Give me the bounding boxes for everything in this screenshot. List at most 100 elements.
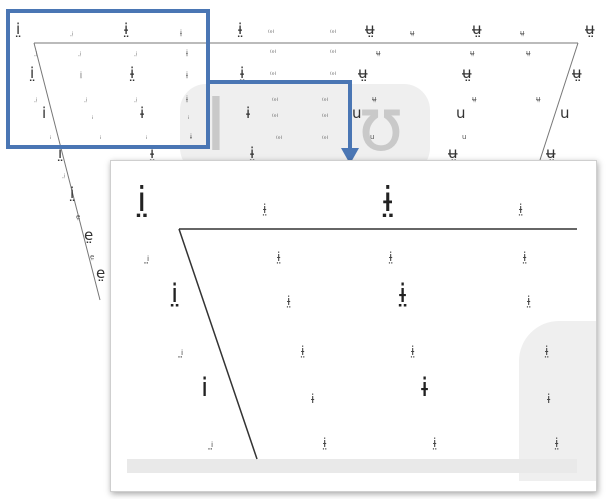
bg-glyph: ⁽ᵒ⁾ [330, 49, 337, 57]
inset-shade [519, 321, 596, 481]
bg-glyph: ʉ̤ [546, 144, 556, 162]
bg-glyph: ᵢ̤ [86, 95, 88, 103]
bg-glyph: ᵢ̤ [36, 49, 38, 57]
bg-glyph: ⁽ᵒ⁾ [270, 71, 277, 79]
inset-glyph-small: ɨ̤ [523, 250, 527, 264]
inset-glyph-large: ɨ [421, 373, 429, 403]
bg-glyph: i̤ [30, 64, 35, 82]
inset-glyph-small: ᵢ̤ [211, 436, 214, 450]
bg-glyph: ⁽ᵒ⁾ [272, 97, 279, 105]
bg-glyph: ɨ̤ [250, 144, 255, 162]
bg-glyph: ʉ̤ [376, 49, 381, 57]
bg-glyph: ⁽ᵒ⁾ [322, 135, 329, 143]
bg-glyph: ɨ̤ [238, 20, 243, 38]
bg-glyph: ɨ̤ [186, 95, 188, 103]
bg-glyph: ɨ̤ [240, 64, 245, 82]
ghost-letter-upsilon: ʊ [358, 82, 404, 168]
bg-glyph: u [456, 104, 466, 122]
bg-glyph: ɨ̤ [124, 20, 129, 38]
bg-glyph: ⁽ᵒ⁾ [322, 113, 329, 121]
inset-glyph-large: i [201, 373, 209, 403]
bg-glyph: e̤ [84, 226, 94, 244]
bg-glyph: u [462, 133, 467, 141]
bg-glyph: ɨ̤ [186, 71, 188, 79]
bg-glyph: ɨ̤ [186, 49, 188, 57]
inset-glyph-small: ɨ [547, 392, 551, 406]
bg-glyph: ⁽ᵒ⁾ [322, 97, 329, 105]
inset-glyph-small: ɨ̤ [323, 436, 327, 450]
inset-glyph-small: ɨ̤ [411, 344, 415, 358]
bg-glyph: ᵢ̤ [64, 171, 66, 179]
bg-glyph: i̤ [80, 71, 82, 79]
inset-glyph-small: ɨ̤ [433, 436, 437, 450]
bg-glyph: i [42, 104, 47, 122]
inset-glyph-small: ɨ̤ [527, 294, 531, 308]
inset-glyph-small: ɨ̤ [263, 202, 267, 216]
bg-glyph: ⁽ᵒ⁾ [330, 29, 337, 37]
bg-glyph: ɨ [190, 133, 192, 141]
bg-glyph: i̤ [16, 20, 21, 38]
inset-glyph-small: ɨ̤ [555, 436, 559, 450]
bg-glyph: ʉ̤ [410, 29, 415, 37]
inset-glyph-small: ɨ̤ [287, 294, 291, 308]
inset-glyph-small: ɨ̤ [519, 202, 523, 216]
bg-glyph: ɨ̤ [130, 64, 135, 82]
bg-glyph: ɨ [246, 104, 251, 122]
bg-glyph: ᵢ [188, 113, 190, 121]
bg-glyph: ʉ̤ [462, 64, 472, 82]
inset-glyph-small: ɨ [311, 392, 315, 406]
bg-glyph: ʉ̤ [526, 49, 531, 57]
bg-glyph: ʉ̤ [536, 95, 541, 103]
bg-glyph: ᵢ̤ [136, 49, 138, 57]
bg-glyph: ⁽ᵒ⁾ [270, 49, 277, 57]
bg-glyph: u [370, 133, 375, 141]
ghost-panel [180, 84, 430, 174]
bg-glyph: ⁽ᵒ⁾ [268, 29, 275, 37]
bg-glyph: ᵢ̤ [136, 95, 138, 103]
bg-glyph: e̤ [76, 213, 81, 221]
bg-glyph: ᵢ̤ [36, 95, 38, 103]
bg-glyph: ɨ̤ [150, 144, 155, 162]
bg-glyph: ʉ̤ [448, 144, 458, 162]
bg-glyph: u [352, 104, 362, 122]
bg-glyph: ᵢ [50, 133, 52, 141]
bg-glyph: ʉ̤ [472, 95, 477, 103]
bg-glyph: ʉ̤ [520, 29, 525, 37]
inset-glyph-small: ɨ̤ [545, 344, 549, 358]
bg-glyph: e̤ [96, 264, 106, 282]
bg-glyph: ᵢ [146, 133, 148, 141]
bg-glyph: i̤ [70, 184, 75, 202]
inset-glyph-large: ɨ̤ [399, 279, 407, 309]
inset-lines [178, 228, 577, 460]
inset-glyph-large: i̤ [137, 180, 147, 220]
bg-glyph: u [560, 104, 570, 122]
inset-glyph-small: ɨ̤ [389, 250, 393, 264]
bg-glyph: ⁽ᵒ⁾ [330, 71, 337, 79]
bg-glyph: ɨ [140, 104, 145, 122]
bg-glyph: ᵢ [92, 113, 94, 121]
bg-glyph: e̤ [90, 253, 95, 261]
ghost-letter-i: I [205, 82, 227, 168]
bg-glyph: ᵢ̤ [72, 29, 74, 37]
bg-glyph: ᵢ̤ [80, 49, 82, 57]
bg-glyph: i̤ [58, 144, 63, 162]
inset-glyph-small: ɨ̤ [301, 344, 305, 358]
bg-glyph: ʉ̤ [372, 95, 377, 103]
inset-bottom-strip [127, 459, 577, 473]
bg-glyph: ᵢ [100, 133, 102, 141]
bg-glyph: ʉ̤ [472, 20, 482, 38]
bg-glyph: ⁽ᵒ⁾ [272, 113, 279, 121]
bg-glyph: ʉ̤ [365, 20, 375, 38]
inset-glyph-small: ᵢ̤ [147, 250, 150, 264]
inset-glyph-large: i̤ [171, 279, 179, 309]
inset-glyph-large: ɨ̤ [383, 180, 393, 220]
bg-glyph: ʉ̤ [358, 64, 368, 82]
inset-glyph-small: ɨ̤ [277, 250, 281, 264]
bg-glyph: ⁽ᵒ⁾ [276, 135, 283, 143]
zoom-selection-frame [6, 9, 210, 149]
inset-glyph-small: ᵢ̤ [181, 344, 184, 358]
bg-glyph: ʉ̤ [470, 49, 475, 57]
zoom-inset-panel: i̤ ɨ̤ ɨ̤ ɨ̤ ᵢ̤ ɨ̤ ɨ̤ ɨ̤ i̤ ɨ̤ ɨ̤ ɨ̤ ᵢ̤ ɨ… [110, 160, 597, 492]
